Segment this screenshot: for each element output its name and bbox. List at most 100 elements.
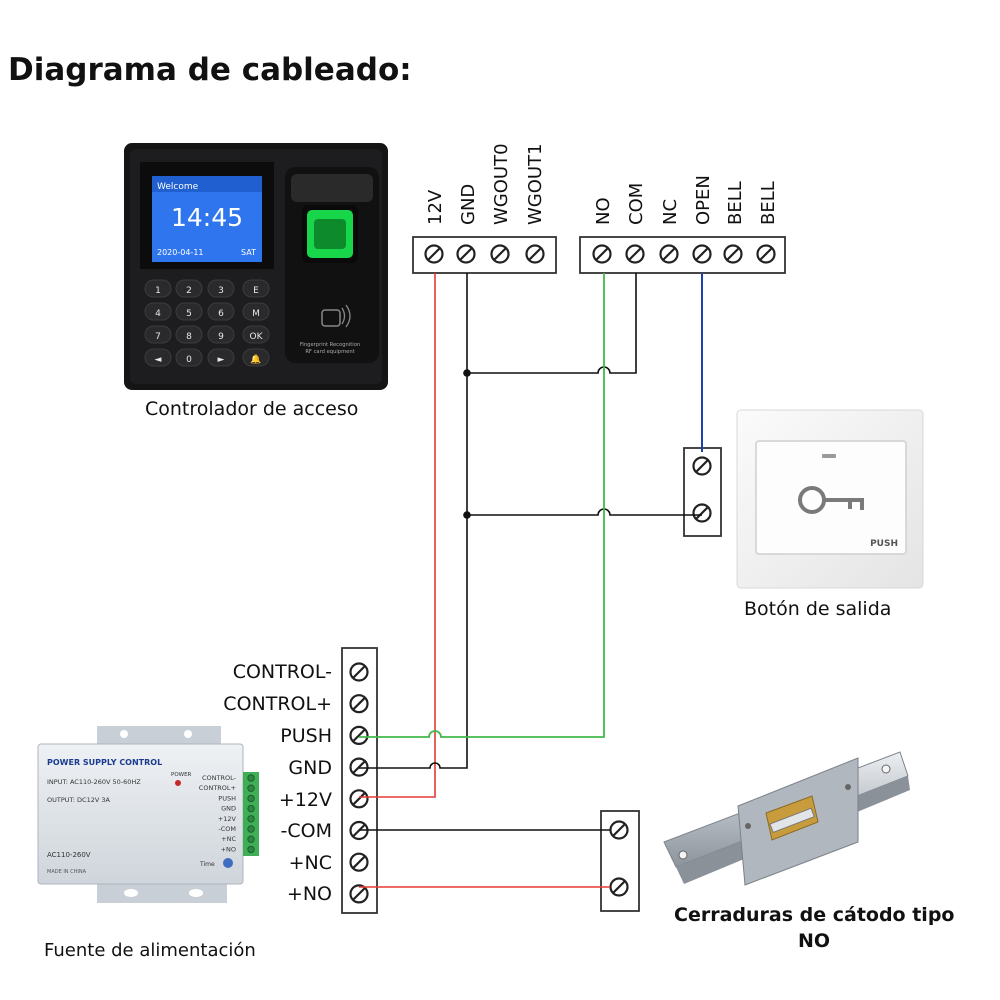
keypad-key-label: 7 — [155, 332, 161, 342]
keypad-key — [207, 279, 235, 298]
psu-terminal-label-push: PUSH — [280, 725, 332, 747]
psu-green-terminal — [247, 774, 255, 854]
terminal-label-wgout0: WGOUT0 — [491, 143, 512, 225]
electric-strike-lock — [663, 751, 910, 886]
keypad-key-label: 5 — [186, 309, 192, 319]
keypad-key — [242, 325, 270, 344]
keypad-key-label: 0 — [186, 355, 192, 365]
keypad-key-label: 8 — [186, 332, 192, 342]
controller-terminal-block-right — [579, 236, 786, 274]
exit-button-device: PUSH — [736, 409, 924, 589]
keypad-key — [175, 279, 203, 298]
psu-side-label: GND — [221, 805, 236, 813]
psu-side-label: PUSH — [218, 794, 236, 802]
screen-time-text: 14:45 — [171, 203, 243, 232]
psu-input-text: INPUT: AC110-260V 50-60HZ — [47, 778, 141, 786]
controller-terminal-block-left — [412, 236, 557, 274]
key-icon — [798, 486, 864, 514]
psu-made-text: MADE IN CHINA — [47, 869, 87, 875]
terminal-label-bell-1: BELL — [725, 181, 746, 225]
keypad-key-label: OK — [250, 332, 264, 342]
keypad-key-label: M — [252, 309, 260, 319]
controller-screen: Welcome 14:45 2020-04-11 SAT — [152, 176, 262, 262]
keypad-key — [207, 348, 235, 367]
power-supply-device: POWER SUPPLY CONTROL INPUT: AC110-260V 5… — [37, 726, 259, 903]
keypad-key — [242, 302, 270, 321]
psu-side-label: +12V — [218, 815, 237, 823]
wire-black-com — [467, 273, 637, 374]
sensor-label-1: Fingerprint Recognition — [300, 342, 360, 348]
psu-terminal-label-com: -COM — [280, 820, 332, 842]
psu-output-text: OUTPUT: DC12V 3A — [47, 796, 110, 804]
keypad-key-label: 9 — [218, 332, 224, 342]
page-title: Diagrama de cableado: — [8, 52, 412, 88]
psu-green-screw — [247, 774, 255, 782]
psu-terminal-label-12v: +12V — [278, 789, 332, 811]
keypad-key — [175, 325, 203, 344]
psu-brand-text: POWER SUPPLY CONTROL — [47, 758, 162, 767]
keypad-key — [175, 348, 203, 367]
lock-caption-line2: NO — [797, 930, 831, 952]
psu-terminal-label-gnd: GND — [288, 757, 332, 779]
terminal-screw — [349, 694, 369, 714]
lock-caption-line1: Cerraduras de cátodo tipo — [674, 904, 955, 926]
terminal-label-bell-2: BELL — [758, 181, 779, 225]
psu-side-label: CONTROL+ — [199, 784, 236, 792]
keypad-key-label: 🔔 — [250, 354, 261, 365]
psu-terminal-label-control-minus: CONTROL- — [232, 661, 332, 683]
psu-terminal-label-nc: +NC — [288, 852, 332, 874]
psu-power-text: POWER — [171, 772, 192, 778]
psu-green-screw — [247, 794, 255, 803]
keypad-key-label: 1 — [155, 286, 161, 296]
sensor-label-2: RF card equipment — [305, 349, 354, 355]
psu-green-screw — [247, 825, 255, 833]
psu-terminal-label-control-plus: CONTROL+ — [223, 693, 332, 715]
terminal-label-gnd: GND — [458, 184, 479, 225]
keypad-key-label: ◄ — [155, 355, 162, 365]
terminal-label-open: OPEN — [693, 175, 714, 225]
wires — [359, 273, 703, 888]
keypad-key-label: 4 — [155, 309, 161, 319]
psu-terminal-label-no: +NO — [286, 883, 332, 905]
lock-terminal-block — [600, 810, 640, 912]
terminal-screw — [349, 662, 369, 682]
psu-side-label: +NO — [221, 845, 236, 853]
exit-button-terminal-block — [683, 447, 722, 537]
junction-dot — [463, 511, 471, 519]
wire-red-12v — [359, 273, 436, 798]
terminal-label-nc: NC — [660, 199, 681, 225]
psu-terminal-block — [341, 647, 378, 914]
psu-time-text: Time — [199, 861, 215, 868]
wire-black-exit-button — [467, 508, 702, 516]
keypad-key — [242, 348, 270, 367]
controller-caption: Controlador de acceso — [145, 398, 359, 420]
time-knob-icon — [223, 858, 233, 868]
keypad-key — [144, 302, 172, 321]
keypad-key-label: E — [253, 286, 259, 296]
keypad-key-label: ► — [218, 355, 225, 365]
keypad-key — [207, 325, 235, 344]
psu-green-screw — [247, 784, 255, 792]
psu-green-screw — [247, 845, 255, 854]
terminal-screw — [349, 884, 369, 904]
keypad-key — [175, 302, 203, 321]
terminal-label-com: COM — [626, 183, 647, 225]
keypad-key-label: 6 — [218, 309, 224, 319]
wire-black-gnd — [359, 273, 468, 769]
psu-side-label: +NC — [221, 835, 236, 843]
terminal-screw — [349, 789, 369, 809]
psu-ac-text: AC110-260V — [47, 851, 91, 859]
terminal-screw — [349, 757, 369, 777]
terminal-screw — [349, 852, 369, 872]
terminal-label-wgout1: WGOUT1 — [525, 143, 546, 225]
exit-button-caption: Botón de salida — [744, 598, 892, 620]
psu-green-screw — [247, 815, 255, 823]
psu-side-label: -COM — [218, 825, 236, 833]
screen-welcome-text: Welcome — [157, 182, 199, 192]
keypad-key-label: 3 — [218, 286, 224, 296]
wire-green-push — [359, 273, 605, 738]
